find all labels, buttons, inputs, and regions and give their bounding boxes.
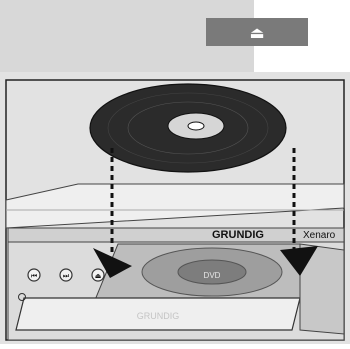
- illustration-svg: GRUNDIG Xenaro DVD GRUNDIG ⏮ ⏭ ⏏: [0, 72, 350, 344]
- tray-logo: GRUNDIG: [137, 311, 180, 321]
- previous-icon: ⏮: [31, 273, 37, 280]
- eject-icon: ⏏: [249, 23, 264, 42]
- brand-label: GRUNDIG: [212, 229, 264, 241]
- model-label: Xenaro: [303, 230, 336, 241]
- dvd-player-illustration: GRUNDIG Xenaro DVD GRUNDIG ⏮ ⏭ ⏏: [0, 72, 350, 344]
- eject-button[interactable]: ⏏: [206, 18, 308, 46]
- eject-tray-icon: ⏏: [95, 273, 102, 280]
- tray-dvd-label: DVD: [204, 271, 221, 280]
- dvd-disc-icon: [90, 84, 286, 172]
- next-icon: ⏭: [63, 273, 70, 280]
- header-band: ⏏: [0, 0, 350, 72]
